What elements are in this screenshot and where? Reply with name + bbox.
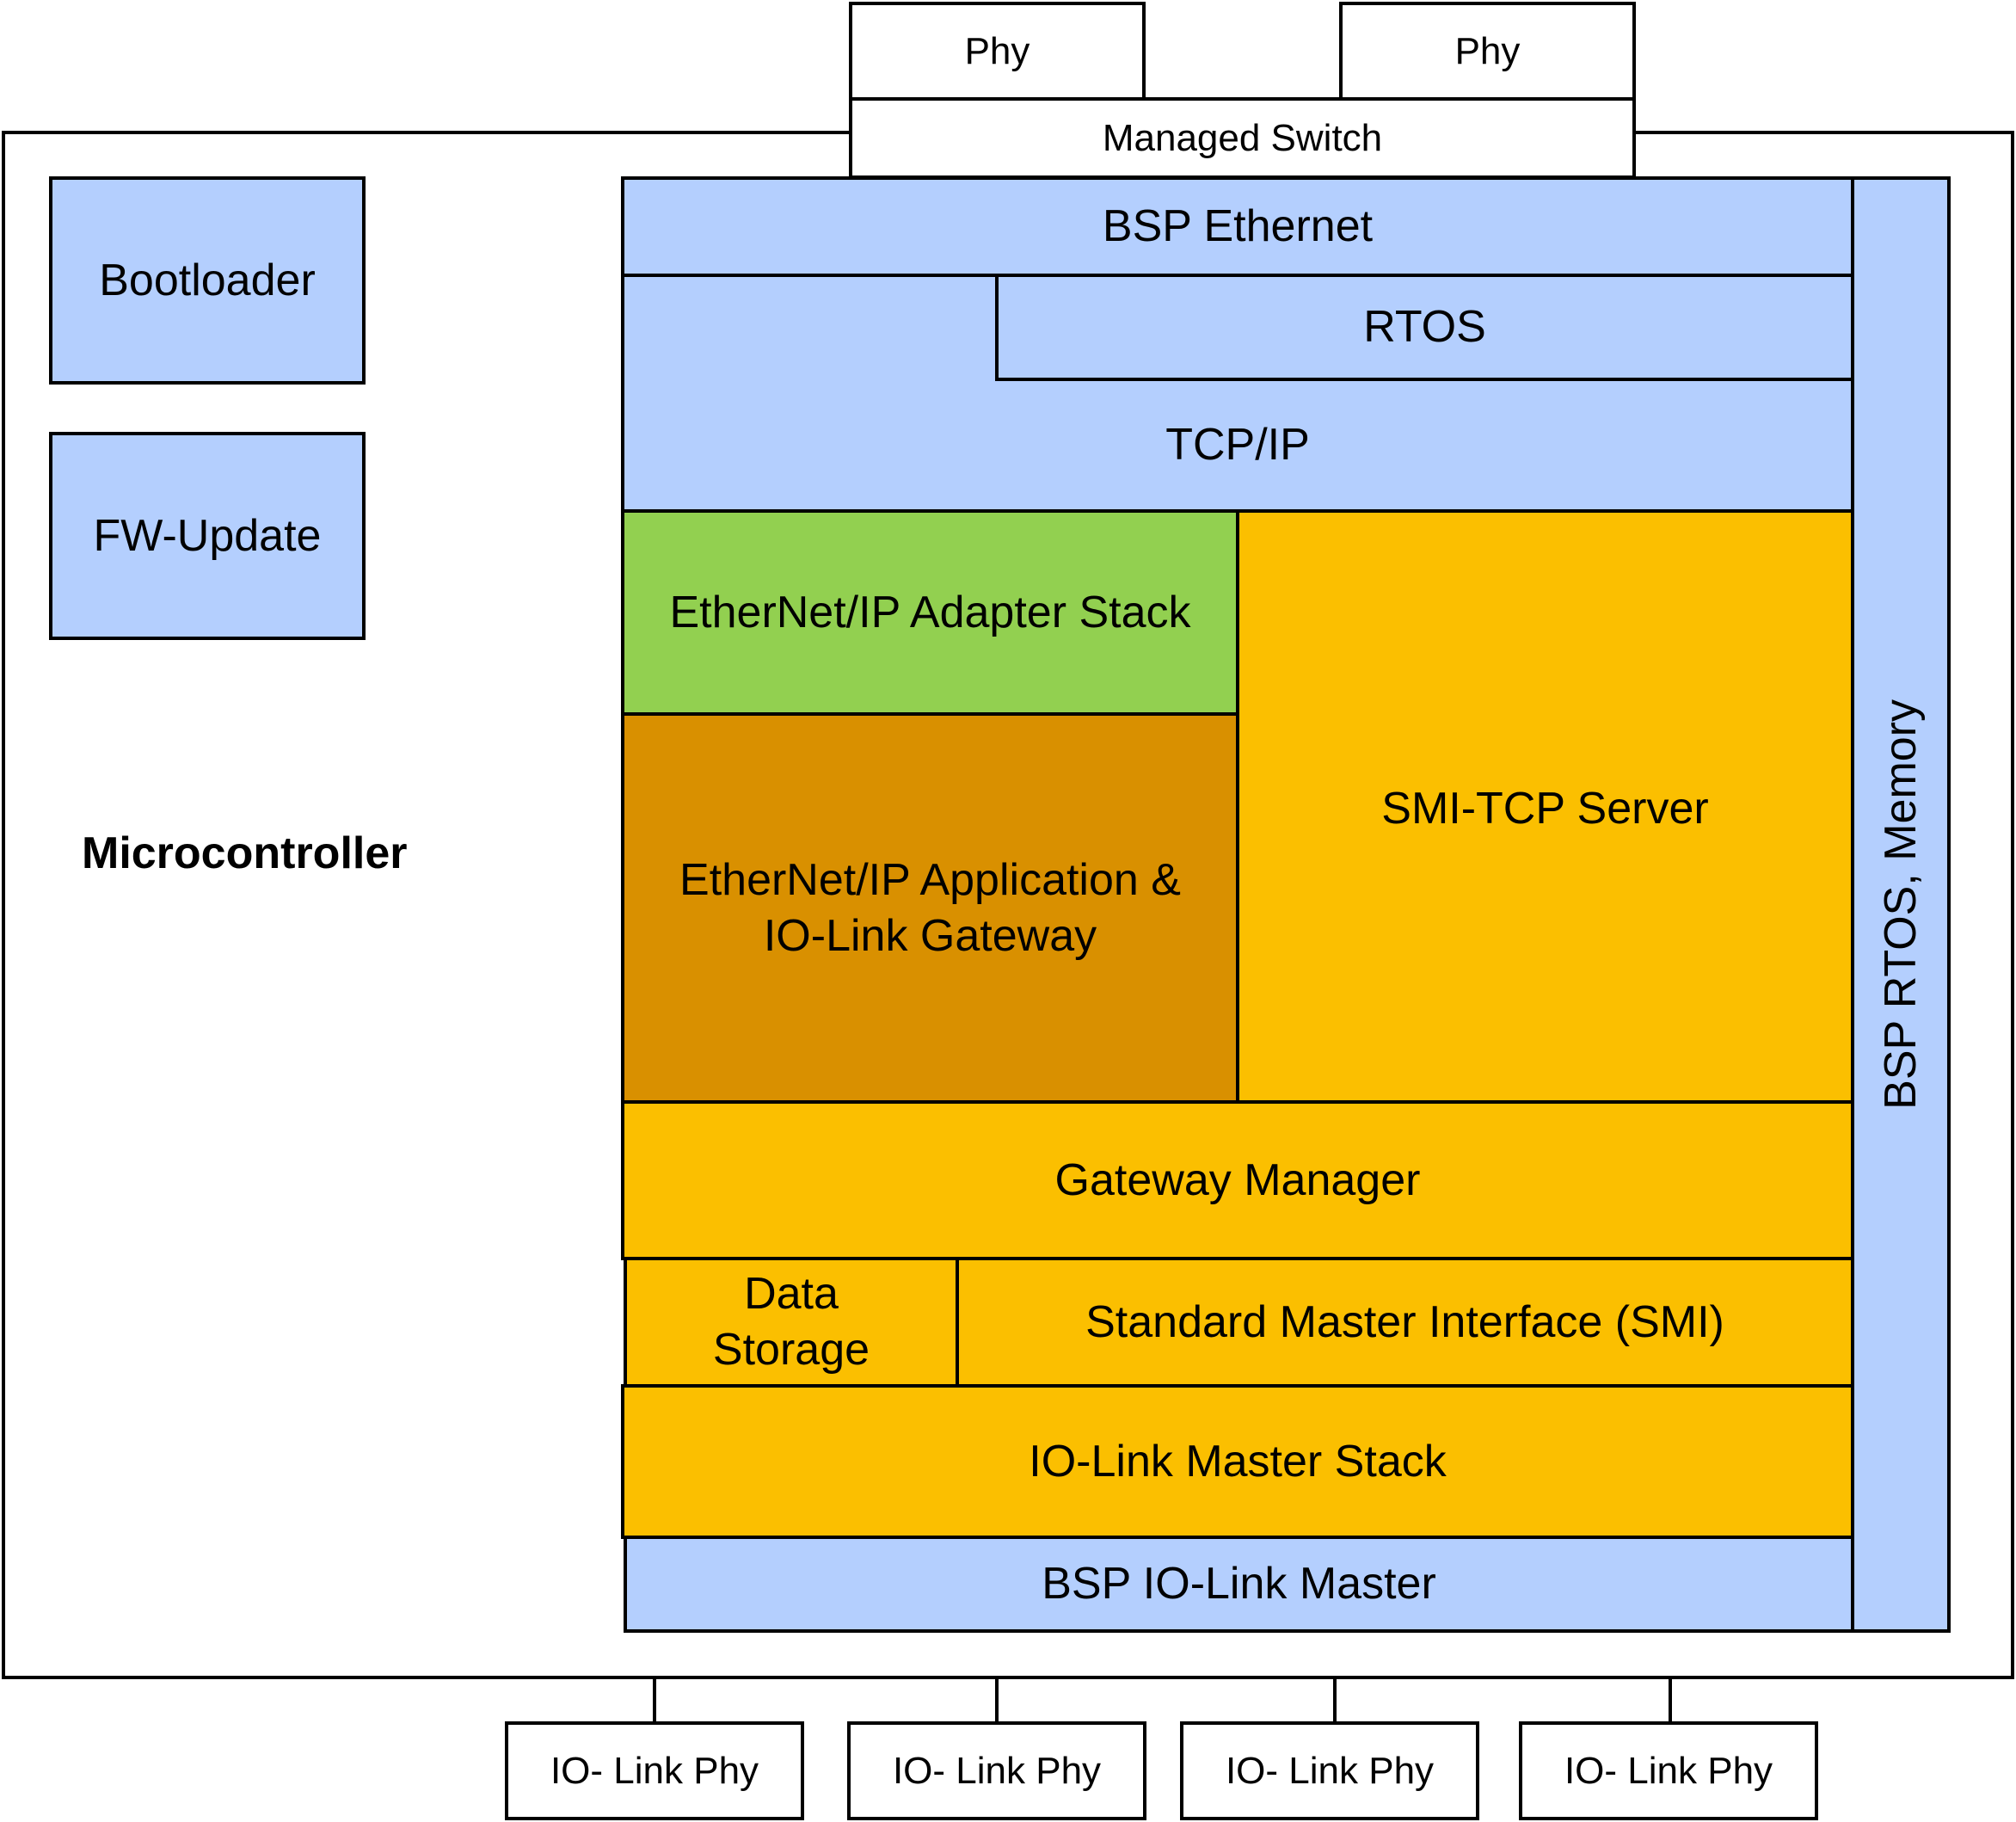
io-link-phy-3: IO- Link Phy — [1180, 1721, 1479, 1820]
io-link-phy-4: IO- Link Phy — [1519, 1721, 1818, 1820]
io-link-phy-1: IO- Link Phy — [505, 1721, 804, 1820]
ethernetip-adapter-stack-block: EtherNet/IP Adapter Stack — [621, 509, 1239, 716]
phy-right: Phy — [1339, 2, 1636, 101]
connector-line — [995, 1677, 999, 1725]
smi-tcp-server-block: SMI-TCP Server — [1236, 509, 1854, 1104]
connector-line — [1669, 1677, 1672, 1725]
rtos-block: RTOS — [995, 274, 1854, 381]
ethernetip-application-line2: IO-Link Gateway — [763, 910, 1097, 961]
bsp-io-link-master-block: BSP IO-Link Master — [624, 1536, 1854, 1633]
bsp-ethernet-block: BSP Ethernet — [621, 176, 1854, 277]
bsp-rtos-memory-block: BSP RTOS, Memory — [1851, 176, 1951, 1633]
io-link-phy-2: IO- Link Phy — [847, 1721, 1146, 1820]
gateway-manager-block: Gateway Manager — [621, 1100, 1854, 1260]
bsp-rtos-memory-label: BSP RTOS, Memory — [1875, 699, 1926, 1110]
ethernetip-application-block: EtherNet/IP Application & IO-Link Gatewa… — [621, 712, 1239, 1104]
data-storage-block: Data Storage — [624, 1257, 959, 1388]
phy-left: Phy — [849, 2, 1146, 101]
connector-line — [1333, 1677, 1337, 1725]
data-storage-line2: Storage — [712, 1325, 870, 1375]
bootloader-block: Bootloader — [49, 176, 366, 385]
io-link-master-stack-block: IO-Link Master Stack — [621, 1384, 1854, 1539]
smi-block: Standard Master Interface (SMI) — [956, 1257, 1854, 1388]
microcontroller-label: Microcontroller — [82, 828, 408, 878]
data-storage-line1: Data — [744, 1269, 839, 1319]
ethernetip-application-line1: EtherNet/IP Application & — [679, 854, 1181, 905]
fw-update-block: FW-Update — [49, 432, 366, 640]
connector-line — [653, 1677, 656, 1725]
managed-switch: Managed Switch — [849, 97, 1636, 179]
